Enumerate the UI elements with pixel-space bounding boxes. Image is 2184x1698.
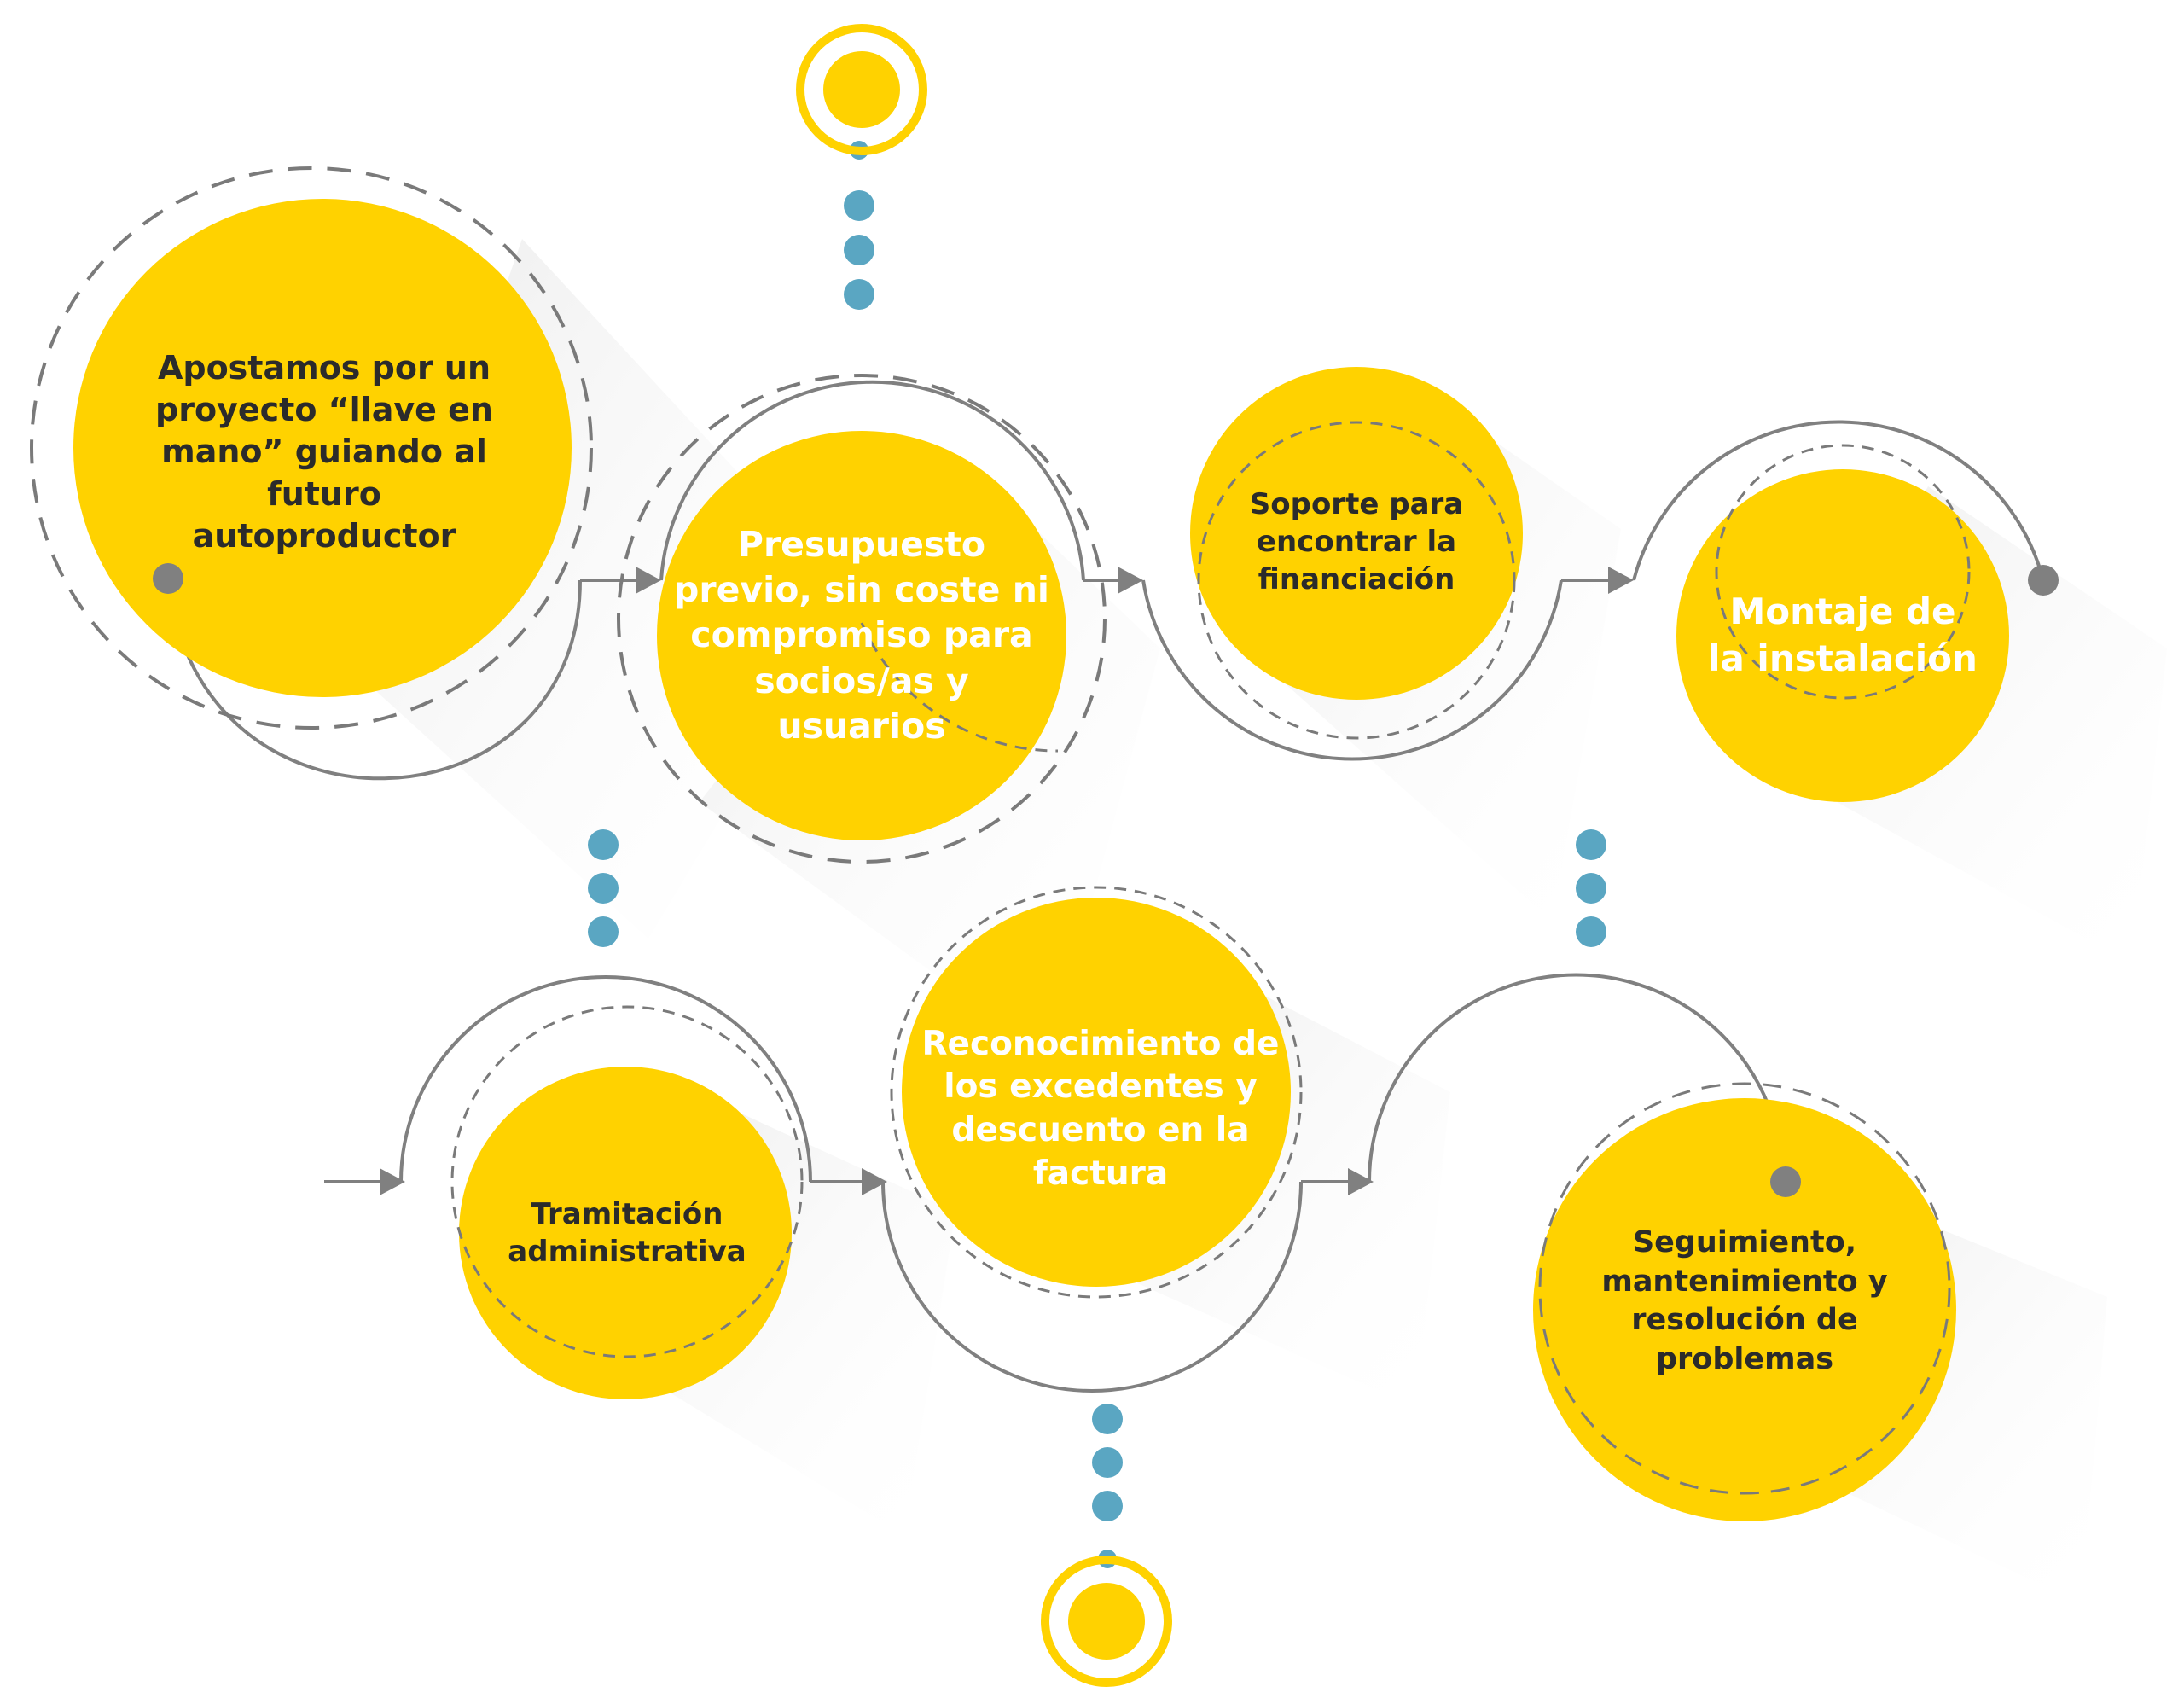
connector-lines	[166, 380, 2045, 1393]
dashed-rings	[30, 166, 1971, 1495]
start-ring-icon	[796, 24, 927, 155]
step-circle-7	[1533, 1098, 1956, 1521]
line-endpoints	[153, 563, 2059, 1197]
blue-dots	[588, 141, 1606, 1568]
end-ring-icon	[1041, 1556, 1172, 1687]
step-circle-5	[459, 1067, 792, 1399]
arrow-right-icon	[1608, 567, 1634, 594]
arrow-heads	[380, 567, 1634, 1195]
step-label-3: Soporte para encontrar la financiación	[1249, 486, 1464, 597]
arrow-right-icon	[1348, 1168, 1374, 1195]
step-label-4: Montaje de la instalación	[1708, 590, 1978, 679]
step-circle-4	[1676, 469, 2009, 802]
step-label-1: Apostamos por un proyecto “llave en mano…	[155, 348, 493, 555]
step-circle-3	[1190, 367, 1523, 700]
arrow-right-icon	[862, 1168, 887, 1195]
step-circles	[73, 199, 2009, 1521]
arrow-right-icon	[636, 567, 661, 594]
arrow-right-icon	[1118, 567, 1143, 594]
step-circle-2	[657, 431, 1066, 840]
step-label-6: Reconocimiento de los excedentes y descu…	[921, 1024, 1280, 1193]
step-circle-6	[902, 898, 1291, 1287]
step-circle-1	[73, 199, 572, 697]
step-label-7: Seguimiento, mantenimiento y resolución …	[1601, 1225, 1888, 1376]
step-label-2: Presupuesto previo, sin coste ni comprom…	[674, 523, 1049, 747]
arrow-right-icon	[380, 1168, 405, 1195]
step-label-5: Tramitación administrativa	[508, 1196, 746, 1269]
